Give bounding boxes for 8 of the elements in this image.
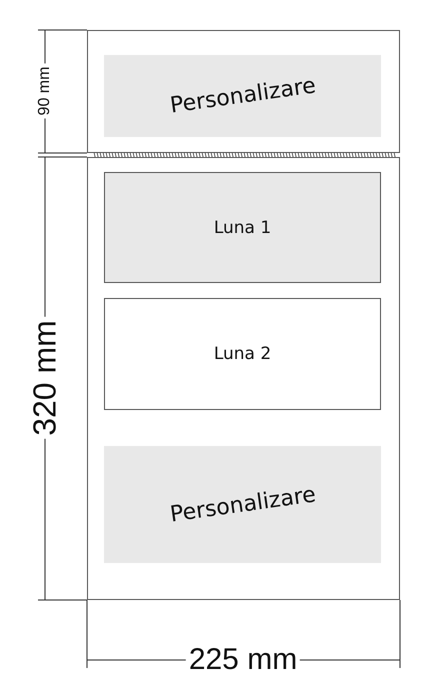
calendar-panel	[87, 157, 400, 600]
content-area	[104, 172, 381, 283]
area-label: Personalizare	[168, 482, 317, 528]
area-label: Luna 2	[214, 344, 272, 364]
area-label: Personalizare	[168, 73, 317, 119]
area-label: Luna 1	[214, 218, 272, 238]
content-area	[104, 298, 381, 410]
calendar-panel	[87, 30, 400, 153]
